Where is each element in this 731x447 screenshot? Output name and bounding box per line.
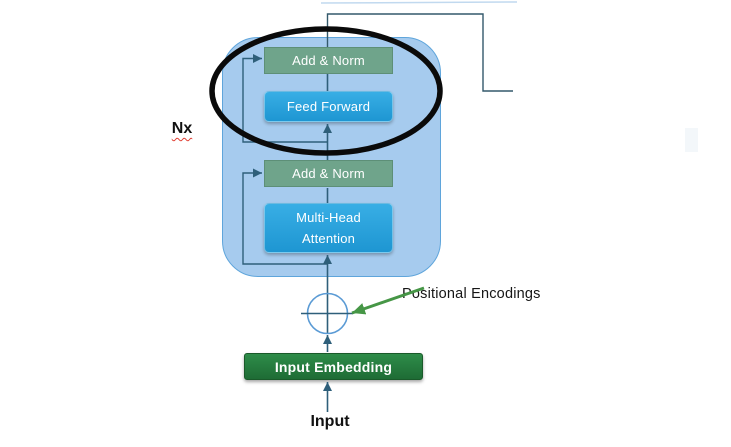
add-norm-box-bottom: Add & Norm — [264, 160, 393, 187]
faint-artifact-rectangle — [685, 128, 698, 152]
add-norm-top-label: Add & Norm — [292, 53, 365, 68]
positional-encodings-label: Positional Encodings — [402, 286, 541, 302]
nx-label: Nx — [171, 120, 193, 137]
multi-head-attention-label-line2: Attention — [301, 231, 356, 246]
input-embedding-box: Input Embedding — [244, 353, 423, 380]
add-norm-box-top: Add & Norm — [264, 47, 393, 74]
input-embedding-label: Input Embedding — [274, 358, 393, 375]
input-label: Input — [310, 413, 350, 430]
feed-forward-box: Feed Forward — [264, 91, 393, 122]
add-norm-bottom-label: Add & Norm — [292, 166, 365, 181]
multi-head-attention-label-line1: Multi-Head — [296, 210, 361, 225]
positional-adder-circle — [306, 292, 349, 335]
feed-forward-label: Feed Forward — [286, 99, 371, 114]
multi-head-attention-box: Multi-Head Attention — [264, 203, 393, 253]
faint-top-line — [320, 1, 518, 4]
